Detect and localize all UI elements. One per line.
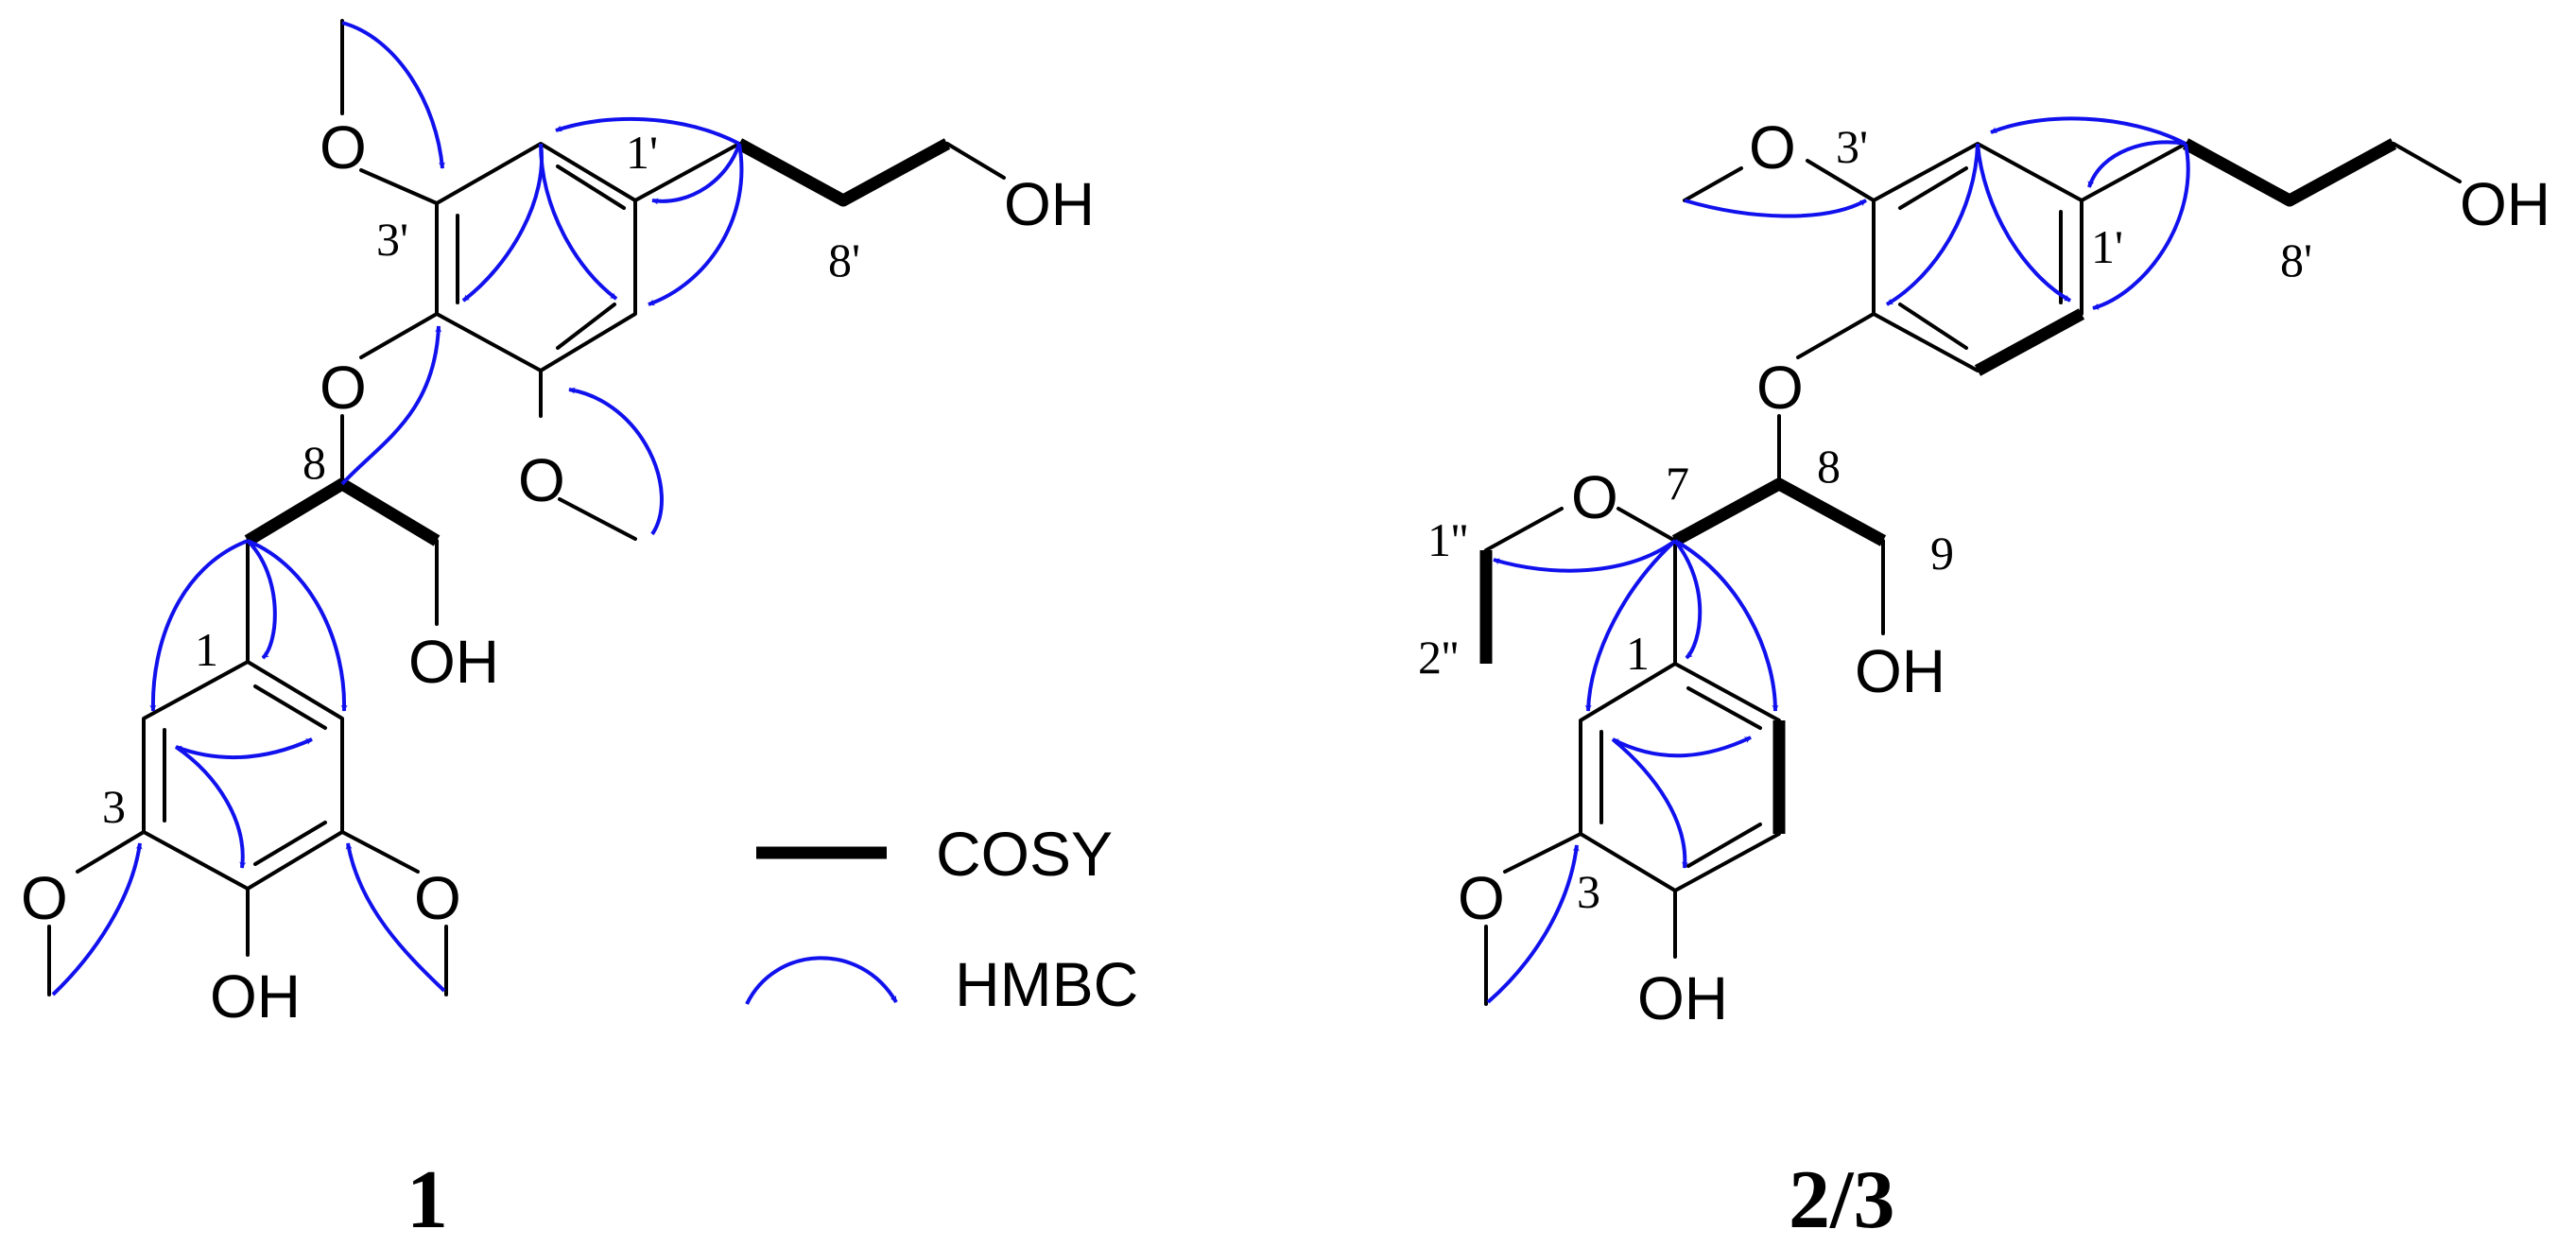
position-number: 8: [303, 436, 326, 489]
position-number: 3: [102, 780, 126, 833]
position-number: 8: [1817, 440, 1841, 493]
oxygen-label: O: [1756, 354, 1804, 422]
hydroxyl-label: OH: [1637, 964, 1728, 1032]
compound-1-label: 1: [406, 1154, 448, 1246]
position-number: 8': [828, 234, 860, 286]
compound-1-atom-labels: O OH O O OH O OH O: [21, 113, 1095, 1031]
cosy-legend-label: COSY: [936, 819, 1113, 889]
compound-23-label: 2/3: [1789, 1154, 1894, 1246]
position-number: 2'': [1418, 631, 1459, 684]
position-number: 1: [195, 623, 218, 676]
hydroxyl-label: OH: [1855, 637, 1945, 705]
position-number: 1': [626, 126, 658, 179]
legend: COSY HMBC: [745, 819, 1138, 1019]
oxygen-label: O: [320, 113, 367, 182]
position-number: 3: [1577, 865, 1600, 918]
hydroxyl-label: OH: [210, 962, 301, 1031]
compound-1-hmbc-arrows: [51, 21, 744, 996]
oxygen-label: O: [320, 354, 367, 422]
hydroxyl-label: OH: [408, 628, 499, 696]
oxygen-label: O: [21, 864, 68, 932]
position-number: 3': [376, 213, 408, 266]
position-number: 1: [1626, 627, 1650, 680]
compound-23-structure: [1479, 138, 2462, 1006]
compound-23-position-numbers: 3' 1' 8' 7 8 9 1'' 2'' 1 3: [1418, 120, 2312, 918]
hmbc-legend-arrow: [745, 956, 898, 1005]
oxygen-label: O: [414, 864, 461, 932]
oxygen-label: O: [518, 446, 565, 514]
hmbc-legend-label: HMBC: [955, 949, 1138, 1019]
compound-23-atom-labels: O OH O O OH O OH: [1458, 113, 2550, 1032]
compound-1-structure: [47, 19, 1006, 996]
position-number: 8': [2280, 234, 2312, 286]
hydroxyl-label: OH: [1004, 170, 1095, 238]
position-number: 9: [1930, 527, 1954, 580]
compound-1-position-numbers: 1' 3' 8' 8 1 3: [102, 126, 860, 833]
hydroxyl-label: OH: [2460, 170, 2550, 238]
compound-23-hmbc-arrows: [1486, 116, 2190, 1004]
position-number: 7: [1666, 457, 1689, 510]
position-number: 3': [1836, 120, 1868, 173]
position-number: 1'': [1427, 513, 1468, 566]
oxygen-label: O: [1571, 463, 1618, 531]
oxygen-label: O: [1749, 113, 1796, 182]
position-number: 1': [2091, 220, 2123, 273]
oxygen-label: O: [1458, 864, 1505, 932]
